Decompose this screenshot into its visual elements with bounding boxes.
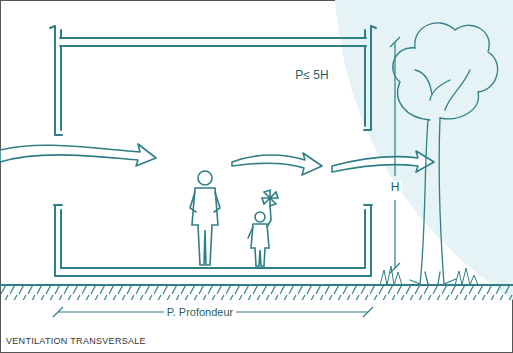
dimension-label: H [388,181,403,194]
ground-hatching [0,286,513,300]
tree [393,23,498,284]
building-section [0,26,513,285]
ratio-note: P≤ 5H [292,69,331,82]
caption: VENTILATION TRANSVERSALE [6,337,146,347]
dimension-label: P. Profondeur [164,306,236,318]
height-dimension [390,37,400,273]
child-figure [248,190,278,266]
adult-figure [190,171,220,265]
airflow-arrows [0,144,434,175]
